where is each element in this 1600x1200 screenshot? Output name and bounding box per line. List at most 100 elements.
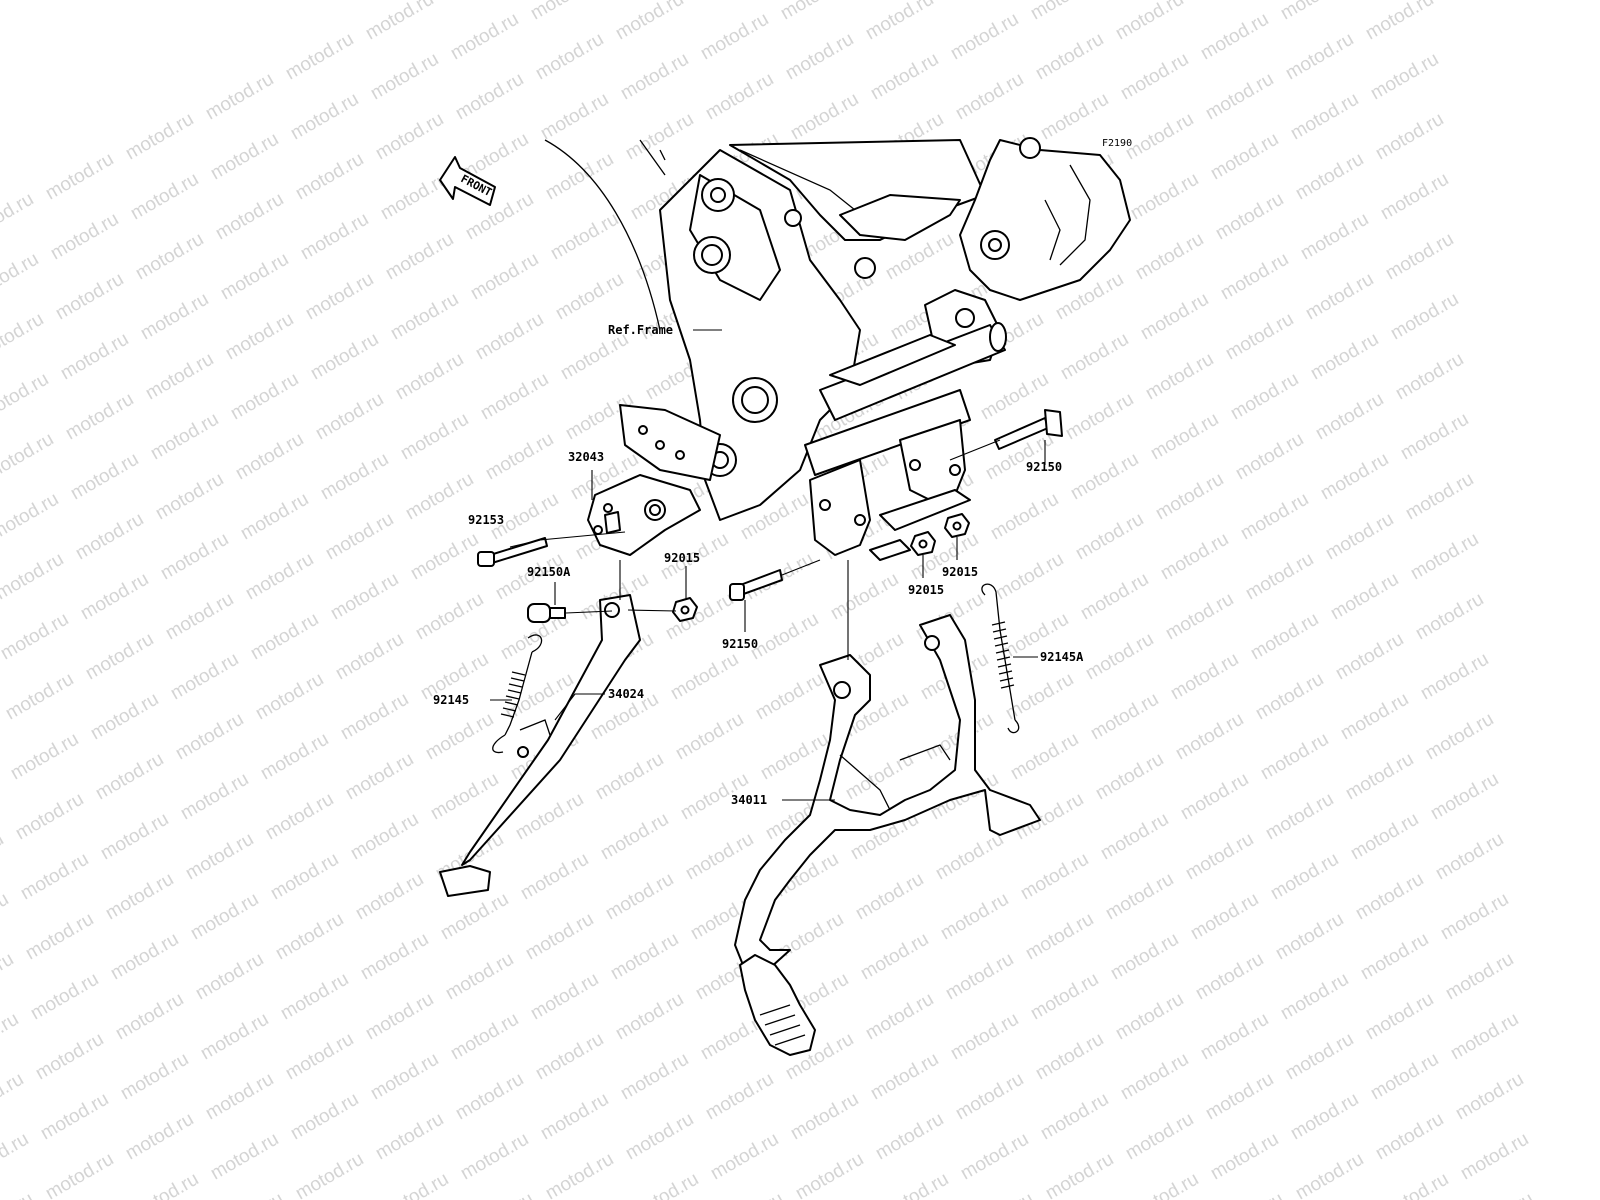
watermark-text: motod.ru	[1132, 229, 1207, 285]
watermark-text: motod.ru	[42, 149, 117, 205]
watermark-text: motod.ru	[527, 969, 602, 1025]
watermark-text: motod.ru	[1202, 1069, 1277, 1125]
watermark-text: motod.ru	[532, 1029, 607, 1085]
watermark-text: motod.ru	[1377, 1169, 1452, 1200]
watermark-text: motod.ru	[1327, 569, 1402, 625]
watermark-text: motod.ru	[452, 69, 527, 125]
watermark-text: motod.ru	[82, 629, 157, 685]
watermark-text: motod.ru	[1332, 629, 1407, 685]
watermark-text: motod.ru	[287, 89, 362, 145]
bolt-92150-mid	[729, 569, 783, 601]
watermark-text: motod.ru	[1247, 609, 1322, 665]
watermark-text: motod.ru	[342, 749, 417, 805]
watermark-text: motod.ru	[1237, 489, 1312, 545]
watermark-text: motod.ru	[1302, 269, 1377, 325]
watermark-text: motod.ru	[207, 1129, 282, 1185]
watermark-text: motod.ru	[112, 989, 187, 1045]
watermark-text: motod.ru	[1057, 329, 1132, 385]
watermark-text: motod.ru	[1242, 549, 1317, 605]
watermark-text: motod.ru	[27, 969, 102, 1025]
watermark-text: motod.ru	[107, 929, 182, 985]
watermark-text: motod.ru	[1137, 289, 1212, 345]
watermark-text: motod.ru	[1417, 649, 1492, 705]
watermark-text: motod.ru	[1002, 669, 1077, 725]
watermark-text: motod.ru	[302, 269, 377, 325]
watermark-text: motod.ru	[1082, 629, 1157, 685]
watermark-text: motod.ru	[1282, 1029, 1357, 1085]
watermark-text: motod.ru	[0, 309, 47, 365]
watermark-text: motod.ru	[1287, 1089, 1362, 1145]
watermark-text: motod.ru	[127, 169, 202, 225]
watermark-text: motod.ru	[1022, 909, 1097, 965]
watermark-text: motod.ru	[227, 369, 302, 425]
watermark-text: motod.ru	[1367, 49, 1442, 105]
watermark-text: motod.ru	[37, 1089, 112, 1145]
watermark-text: motod.ru	[1347, 809, 1422, 865]
watermark-text: motod.ru	[827, 569, 902, 625]
callout-92150A: 92150A	[527, 565, 571, 579]
watermark-text: motod.ru	[362, 989, 437, 1045]
watermark-text: motod.ru	[612, 989, 687, 1045]
watermark-text: motod.ru	[1262, 789, 1337, 845]
watermark-text: motod.ru	[622, 109, 697, 165]
watermark-text: motod.ru	[862, 0, 937, 44]
watermark-text: motod.ru	[522, 909, 597, 965]
watermark-text: motod.ru	[412, 589, 487, 645]
watermark-text: motod.ru	[942, 0, 1017, 4]
watermark-text: motod.ru	[247, 609, 322, 665]
watermark-text: motod.ru	[7, 729, 82, 785]
watermark-text: motod.ru	[282, 29, 357, 85]
callout-92145A: 92145A	[1040, 650, 1084, 664]
watermark-text: motod.ru	[0, 889, 12, 945]
callout-92015-right: 92015	[942, 565, 978, 579]
watermark-text: motod.ru	[307, 329, 382, 385]
watermark-text: motod.ru	[1362, 989, 1437, 1045]
watermark-text: motod.ru	[1147, 409, 1222, 465]
watermark-text: motod.ru	[0, 369, 52, 425]
watermark-text: motod.ru	[1217, 249, 1292, 305]
watermark-text: motod.ru	[97, 809, 172, 865]
watermark-text: motod.ru	[122, 109, 197, 165]
watermark-text: motod.ru	[777, 0, 852, 24]
watermark-text: motod.ru	[1437, 889, 1512, 945]
watermark-text: motod.ru	[317, 449, 392, 505]
diagram-code: F2190	[1102, 138, 1132, 149]
watermark-text: motod.ru	[702, 1069, 777, 1125]
watermark-text: motod.ru	[1367, 1049, 1442, 1105]
watermark-text: motod.ru	[517, 849, 592, 905]
watermark-text: motod.ru	[92, 749, 167, 805]
watermark-text: motod.ru	[1187, 889, 1262, 945]
watermark-text: motod.ru	[592, 749, 667, 805]
watermark-text: motod.ru	[1097, 809, 1172, 865]
watermark-text: motod.ru	[1037, 1089, 1112, 1145]
watermark-text: motod.ru	[67, 449, 142, 505]
watermark-text: motod.ru	[367, 49, 442, 105]
watermark-text: motod.ru	[547, 209, 622, 265]
watermark-text: motod.ru	[852, 869, 927, 925]
callout-92015-left: 92015	[664, 551, 700, 565]
callout-labels: Ref.Frame 32043 92153 92150A 92015 92150…	[433, 323, 1084, 807]
watermark-text: motod.ru	[1212, 189, 1287, 245]
watermark-text: motod.ru	[867, 1049, 942, 1105]
watermark-text: motod.ru	[842, 749, 917, 805]
watermark-text: motod.ru	[862, 989, 937, 1045]
watermark-text: motod.ru	[1292, 149, 1367, 205]
watermark-text: motod.ru	[1117, 49, 1192, 105]
watermark-text: motod.ru	[1037, 89, 1112, 145]
watermark-text: motod.ru	[32, 1029, 107, 1085]
watermark-text: motod.ru	[1442, 949, 1517, 1005]
watermark-text: motod.ru	[1422, 709, 1497, 765]
watermark-text: motod.ru	[1312, 389, 1387, 445]
watermark-text: motod.ru	[1127, 1169, 1202, 1200]
watermark-text: motod.ru	[1122, 1109, 1197, 1165]
watermark-text: motod.ru	[952, 69, 1027, 125]
watermark-text: motod.ru	[477, 369, 552, 425]
watermark-text: motod.ru	[597, 809, 672, 865]
side-stand-34024	[439, 594, 641, 897]
watermark-text: motod.ru	[692, 0, 767, 4]
watermark-text: motod.ru	[1207, 1129, 1282, 1185]
watermark-text: motod.ru	[447, 1009, 522, 1065]
watermark-text: motod.ru	[77, 569, 152, 625]
watermark-text: motod.ru	[527, 0, 602, 24]
